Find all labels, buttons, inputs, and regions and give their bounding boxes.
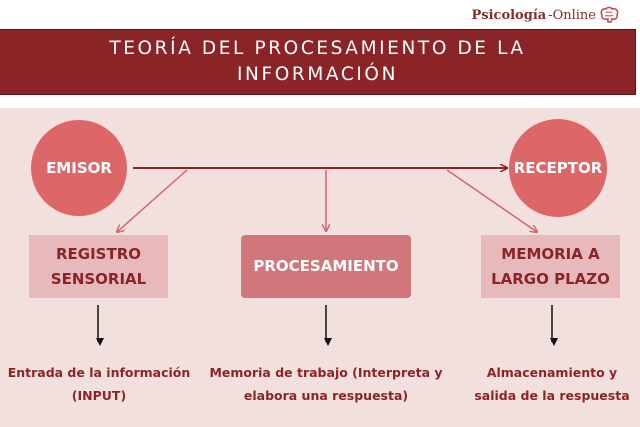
desc-line2: elabora una respuesta) (243, 388, 409, 403)
title-line-2: INFORMACIÓN (236, 64, 399, 85)
desc-line2: (INPUT) (71, 388, 127, 403)
stage-description-registro: Entrada de la información (INPUT) (0, 361, 198, 407)
stage-description-memoria: Almacenamiento y salida de la respuesta (468, 361, 636, 407)
title-line-1: TEORÍA DEL PROCESAMIENTO DE LA (109, 38, 526, 59)
desc-line1: Entrada de la información (7, 365, 191, 380)
stage-label-line1: MEMORIA A (501, 244, 600, 263)
arrow-to-memoria (446, 169, 537, 232)
stage-label-line2: SENSORIAL (50, 269, 147, 288)
title-banner: TEORÍA DEL PROCESAMIENTO DE LA INFORMACI… (0, 29, 636, 95)
stage-description-procesamiento: Memoria de trabajo (Interpreta y elabora… (206, 361, 446, 407)
desc-line1: Memoria de trabajo (Interpreta y (209, 365, 443, 380)
stage-memoria-largo-plazo: MEMORIA A LARGO PLAZO (481, 235, 620, 298)
brain-icon (600, 6, 619, 23)
logo-text-bold: Psicología (471, 7, 547, 23)
stage-registro-sensorial: REGISTRO SENSORIAL (29, 235, 168, 298)
brand-logo: Psicología-Online (472, 6, 621, 24)
desc-line2: salida de la respuesta (474, 388, 630, 403)
receptor-label: RECEPTOR (513, 159, 603, 177)
stage-label-line1: PROCESAMIENTO (253, 257, 399, 275)
arrow-to-registro (117, 169, 188, 232)
logo-text-rest: -Online (548, 7, 596, 23)
desc-line1: Almacenamiento y (486, 365, 618, 380)
emisor-label: EMISOR (46, 159, 112, 177)
stage-procesamiento: PROCESAMIENTO (241, 235, 411, 298)
receptor-node: RECEPTOR (509, 119, 607, 217)
stage-label-line2: LARGO PLAZO (491, 269, 610, 288)
stage-label-line1: REGISTRO (55, 244, 142, 263)
emisor-node: EMISOR (31, 120, 127, 216)
